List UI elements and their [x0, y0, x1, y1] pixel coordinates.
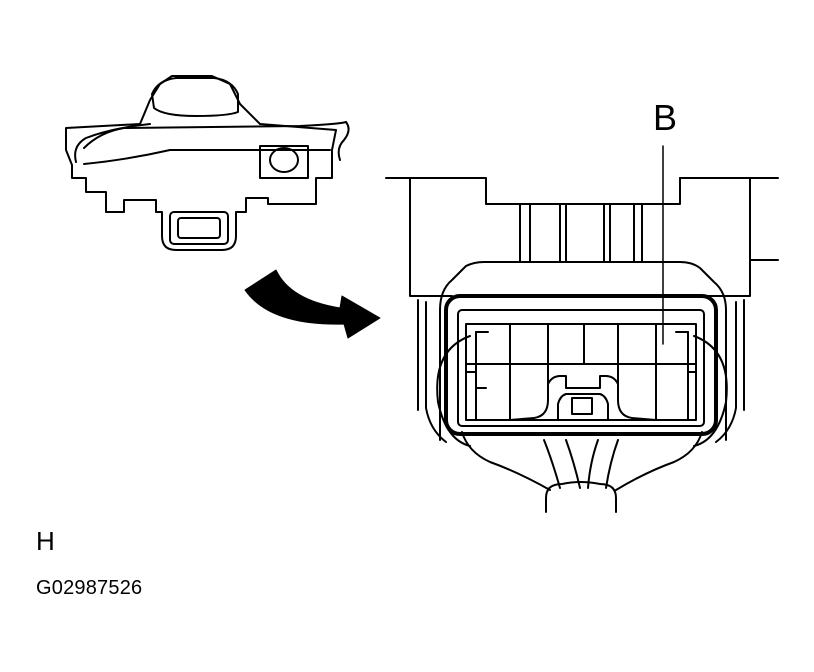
wire-harness [461, 431, 703, 513]
curved-arrow-icon [244, 269, 381, 339]
connector-housing [385, 177, 779, 447]
callout-label-b: B [653, 97, 678, 138]
small-connector-overview [65, 75, 350, 251]
view-label: H [36, 526, 55, 556]
figure-code: G02987526 [36, 577, 143, 599]
